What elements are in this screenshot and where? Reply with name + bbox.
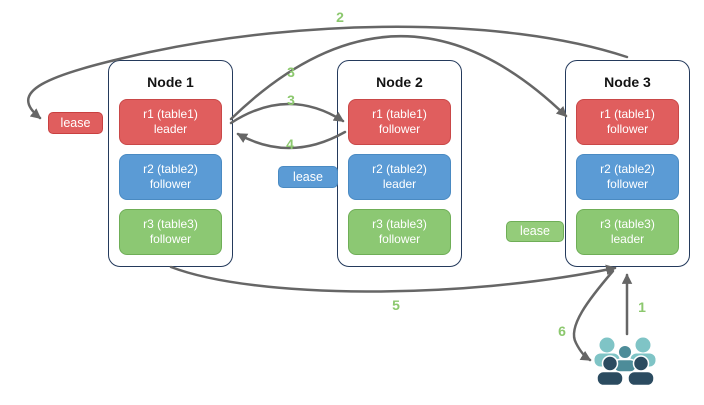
lease-badge-red: lease — [48, 112, 103, 134]
replica-name: r3 (table3) — [600, 217, 655, 231]
replica-role: follower — [149, 232, 192, 246]
replica-name: r1 (table1) — [143, 107, 198, 121]
node-1-replica-r1: r1 (table1) leader — [119, 99, 222, 145]
node-3-replicas: r1 (table1) follower r2 (table2) followe… — [576, 99, 679, 255]
step-label-5: 5 — [392, 297, 400, 313]
replica-name: r1 (table1) — [600, 107, 655, 121]
node-2: Node 2 r1 (table1) follower r2 (table2) … — [337, 60, 462, 267]
node-3: Node 3 r1 (table1) follower r2 (table2) … — [565, 60, 690, 267]
lease-badge-green: lease — [506, 221, 564, 242]
replica-name: r3 (table3) — [372, 217, 427, 231]
step-label-1: 1 — [638, 299, 646, 315]
replica-name: r3 (table3) — [143, 217, 198, 231]
node-2-replica-r1: r1 (table1) follower — [348, 99, 451, 145]
step-label-6: 6 — [558, 323, 566, 339]
replica-name: r1 (table1) — [372, 107, 427, 121]
node-3-replica-r3: r3 (table3) leader — [576, 209, 679, 255]
replica-role: follower — [378, 232, 421, 246]
replica-role: leader — [382, 177, 417, 191]
replica-role: follower — [378, 122, 421, 136]
replica-role: follower — [606, 122, 649, 136]
replica-role: leader — [610, 232, 645, 246]
node-1: Node 1 r1 (table1) leader r2 (table2) fo… — [108, 60, 233, 267]
step-label-2: 2 — [336, 9, 344, 25]
replica-role: follower — [149, 177, 192, 191]
replica-name: r2 (table2) — [143, 162, 198, 176]
node-3-replica-r2: r2 (table2) follower — [576, 154, 679, 200]
node-3-title: Node 3 — [604, 74, 651, 90]
replica-role: leader — [153, 122, 188, 136]
lease-badge-blue: lease — [278, 166, 338, 188]
node-1-title: Node 1 — [147, 74, 194, 90]
node-1-replicas: r1 (table1) leader r2 (table2) follower … — [119, 99, 222, 255]
node-2-replica-r3: r3 (table3) follower — [348, 209, 451, 255]
node-2-replicas: r1 (table1) follower r2 (table2) leader … — [348, 99, 451, 255]
step-label-3a: 3 — [287, 64, 295, 80]
arrow-step-5-node1-to-node3 — [169, 264, 617, 293]
node-2-title: Node 2 — [376, 74, 423, 90]
step-label-3b: 3 — [287, 92, 295, 108]
node-1-replica-r3: r3 (table3) follower — [119, 209, 222, 255]
node-3-replica-r1: r1 (table1) follower — [576, 99, 679, 145]
step-label-4: 4 — [286, 136, 294, 152]
users-icon — [594, 337, 656, 387]
replica-name: r2 (table2) — [600, 162, 655, 176]
replica-role: follower — [606, 177, 649, 191]
node-2-replica-r2: r2 (table2) leader — [348, 154, 451, 200]
node-1-replica-r2: r2 (table2) follower — [119, 154, 222, 200]
replica-name: r2 (table2) — [372, 162, 427, 176]
